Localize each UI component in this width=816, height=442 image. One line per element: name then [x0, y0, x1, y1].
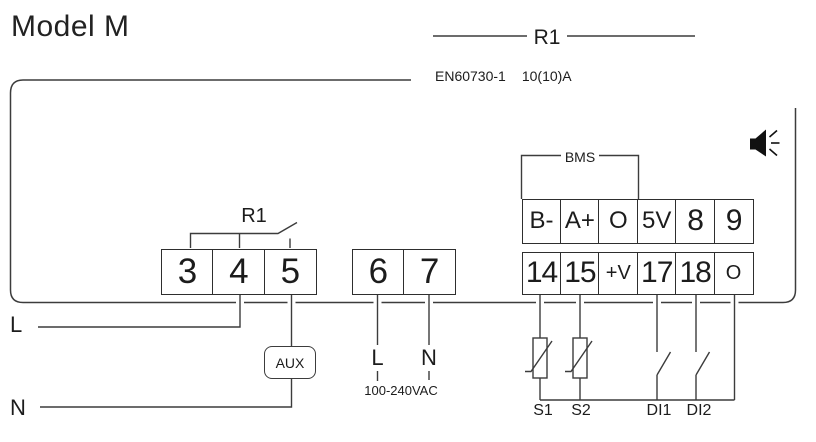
- terminal-15: 15: [559, 251, 600, 295]
- relay-contact-symbol: [189, 221, 298, 248]
- page-title: Model M: [11, 10, 130, 43]
- rating-current: 10(10)A: [521, 68, 572, 84]
- probe-s2-label: S2: [571, 402, 591, 419]
- terminal-5v: 5V: [636, 199, 677, 244]
- supply-line-label: L: [366, 345, 389, 371]
- terminal-18: 18: [675, 251, 716, 295]
- terminal-7: 7: [403, 248, 456, 295]
- rating-standard: EN60730-1: [435, 68, 506, 84]
- device-outline: [9, 79, 797, 304]
- terminal-o-top: O: [598, 199, 639, 244]
- terminal-block-io-bottom: 14 15 +V 17 18 O: [521, 251, 754, 295]
- digital-input-di2-label: DI2: [686, 402, 712, 419]
- terminal-o-bottom: O: [713, 251, 754, 295]
- thermistor-s2-strike: [565, 340, 593, 373]
- digital-input-di1-label: DI1: [646, 402, 672, 419]
- terminal-b-minus: B-: [521, 199, 562, 244]
- terminal-3: 3: [161, 248, 214, 295]
- terminal-a-plus: A+: [559, 199, 600, 244]
- probe-symbols: [525, 337, 593, 379]
- wires: [38, 294, 736, 408]
- terminal-block-relay: 3 4 5: [161, 248, 317, 295]
- terminal-block-io-top: B- A+ O 5V 8 9: [521, 199, 754, 244]
- rating-label: EN60730-1 10(10)A: [435, 69, 588, 83]
- supply-neutral-label: N: [418, 345, 440, 371]
- terminal-14: 14: [521, 251, 562, 295]
- bms-label: BMS: [561, 148, 599, 166]
- terminal-plus-v: +V: [598, 251, 639, 295]
- aux-output-box: AUX: [264, 346, 316, 379]
- aux-label: AUX: [275, 354, 305, 371]
- buzzer-icon: [750, 129, 780, 157]
- terminal-4: 4: [212, 248, 266, 295]
- terminal-6: 6: [352, 248, 405, 295]
- terminal-5: 5: [263, 248, 317, 295]
- relay-label: R1: [241, 205, 267, 227]
- top-relay-label: R1: [527, 25, 567, 50]
- wire-neutral-aux: [40, 294, 293, 408]
- terminal-block-supply: 6 7: [352, 248, 456, 295]
- probe-s1-label: S1: [533, 402, 553, 419]
- thermistor-s1-strike: [525, 340, 553, 373]
- wire-di2-switch: [695, 294, 711, 400]
- terminal-17: 17: [636, 251, 677, 295]
- neutral-label-left: N: [10, 395, 26, 420]
- wire-di1-switch: [656, 294, 672, 400]
- terminal-8: 8: [675, 199, 716, 244]
- wire-line-L: [38, 294, 241, 328]
- supply-voltage-label: 100-240VAC: [364, 383, 438, 398]
- terminal-9: 9: [713, 199, 754, 244]
- line-label-left: L: [10, 312, 23, 337]
